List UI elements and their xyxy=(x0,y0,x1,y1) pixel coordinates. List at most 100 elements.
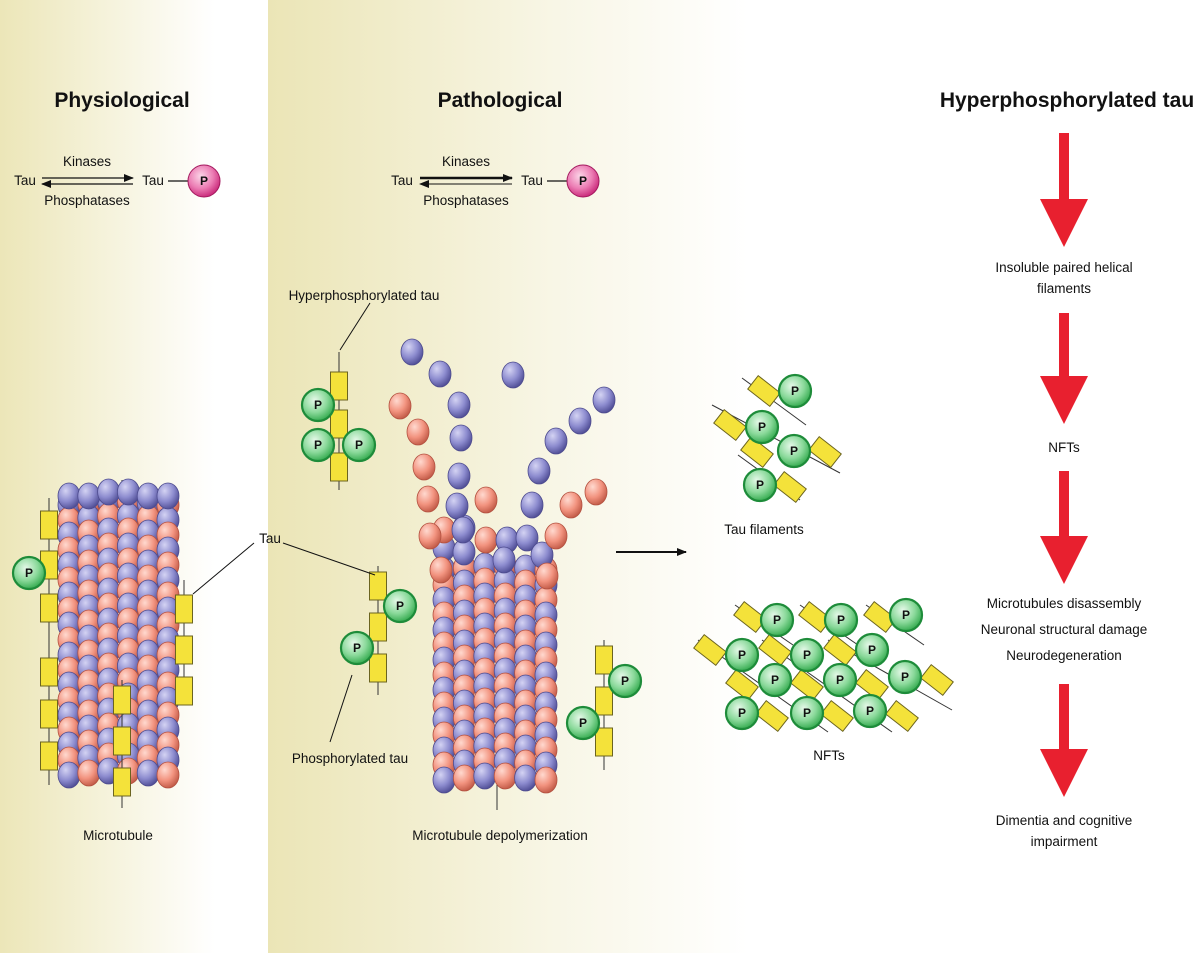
tau-domain xyxy=(773,470,807,504)
tubulin-alpha-bead xyxy=(57,482,81,510)
tubulin-alpha-bead xyxy=(116,478,140,506)
tau-domain xyxy=(40,510,58,540)
hyperphosphorylated-callout-line xyxy=(339,302,371,351)
physiological-equilibrium: Kinases Tau Tau P Phosphatases xyxy=(14,154,221,208)
tau-domain xyxy=(808,435,842,469)
tau-domain xyxy=(40,741,58,771)
cascade-step-text: Neuronal structural damage xyxy=(981,622,1148,637)
tau-callout-line-left xyxy=(192,542,255,595)
tau-domain xyxy=(855,668,889,702)
phosphate-letter: P xyxy=(314,438,322,452)
phosphate-group-icon: P xyxy=(565,705,601,741)
tau-domain xyxy=(747,374,781,408)
tubulin-alpha-bead xyxy=(592,386,616,414)
tubulin-alpha-bead xyxy=(515,524,539,552)
tubulin-alpha-bead xyxy=(492,546,516,574)
tau-domain xyxy=(175,594,193,624)
phosphate-group-icon: P xyxy=(822,662,858,698)
phosphate-circle xyxy=(724,695,760,731)
phosphate-circle xyxy=(382,588,418,624)
tau-domain xyxy=(885,699,919,733)
tubulin-beta-bead xyxy=(584,478,608,506)
cascade-step-text: NFTs xyxy=(1048,440,1080,455)
phosphate-letter: P xyxy=(837,613,845,627)
phosphatases-label: Phosphatases xyxy=(423,193,509,208)
phosphorylated-tau-label: Phosphorylated tau xyxy=(292,751,408,766)
phosphate-circle xyxy=(11,555,47,591)
phosphate-group-icon: P xyxy=(759,602,795,638)
nfts-caption: NFTs xyxy=(813,748,845,763)
tau-domain xyxy=(823,633,857,667)
tau-domain xyxy=(758,633,792,667)
phosphate-circle xyxy=(888,597,924,633)
tau-right-label: Tau xyxy=(521,173,543,188)
pathological-equilibrium: Kinases Tau Tau P Phosphatases xyxy=(391,154,600,208)
phosphate-circle xyxy=(757,662,793,698)
phosphate-group-icon: P xyxy=(607,663,643,699)
tau-domain xyxy=(369,571,387,601)
phosphate-group-icon: P xyxy=(300,387,336,423)
pathological-title: Pathological xyxy=(438,89,563,112)
phosphate-circle xyxy=(887,659,923,695)
tubulin-alpha-bead xyxy=(97,478,120,506)
tubulin-alpha-bead xyxy=(432,766,456,794)
phosphate-letter: P xyxy=(756,478,764,492)
tubulin-alpha-bead xyxy=(501,361,525,389)
cascade-step-text: impairment xyxy=(1031,834,1098,849)
phosphate-letter: P xyxy=(314,398,322,412)
phosphate-group-icon: P xyxy=(300,427,336,463)
tubulin-beta-bead xyxy=(388,392,412,420)
phosphate-group-icon: P xyxy=(854,632,890,668)
phosphate-group-icon: P xyxy=(852,693,888,729)
tau-filaments-caption: Tau filaments xyxy=(724,522,804,537)
phosphate-group-icon: P xyxy=(742,467,778,503)
tau-callout-line-right xyxy=(282,542,376,576)
phosphate-circle xyxy=(339,630,375,666)
phosphate-letter: P xyxy=(738,706,746,720)
tubulin-beta-bead xyxy=(559,491,583,519)
tubulin-alpha-bead xyxy=(136,759,160,787)
tubulin-beta-bead xyxy=(474,526,498,554)
tau-domain xyxy=(330,409,348,439)
tau-domain xyxy=(820,699,854,733)
physiological-tau-proteins: P xyxy=(11,498,193,800)
tubulin-alpha-bead xyxy=(520,491,544,519)
tau-domain xyxy=(175,635,193,665)
tubulin-alpha-bead xyxy=(449,424,473,452)
kinases-label: Kinases xyxy=(63,154,111,169)
phosphate-group-icon: P xyxy=(382,588,418,624)
tubulin-beta-bead xyxy=(418,522,442,550)
phosphate-group-icon: P xyxy=(789,637,825,673)
tubulin-beta-bead xyxy=(534,766,558,794)
phosphate-group-icon: P xyxy=(777,373,813,409)
phosphate-letter: P xyxy=(790,444,798,458)
cascade-down-arrow xyxy=(1040,684,1088,797)
phosphate-letter: P xyxy=(396,599,404,613)
tubulin-beta-bead xyxy=(535,562,559,590)
cascade-down-arrow xyxy=(1040,313,1088,424)
tubulin-alpha-bead xyxy=(544,427,568,455)
phosphate-letter: P xyxy=(902,608,910,622)
phosphate-letter: P xyxy=(758,420,766,434)
phosphate-letter: P xyxy=(901,670,909,684)
tau-domain xyxy=(175,676,193,706)
tau-domain xyxy=(40,699,58,729)
phosphate-group-icon: P xyxy=(888,597,924,633)
phosphate-circle xyxy=(776,433,812,469)
cascade-step-text: Neurodegeneration xyxy=(1006,648,1122,663)
phosphate-letter: P xyxy=(579,174,587,188)
phosphate-letter: P xyxy=(868,643,876,657)
cascade-step-text: Microtubules disassembly xyxy=(987,596,1142,611)
cascade-down-arrow xyxy=(1040,133,1088,247)
physiological-title: Physiological xyxy=(54,89,189,112)
phosphate-letter: P xyxy=(621,674,629,688)
tubulin-beta-bead xyxy=(474,486,498,514)
tubulin-beta-bead xyxy=(156,761,180,789)
phosphate-circle xyxy=(777,373,813,409)
tubulin-alpha-bead xyxy=(447,462,471,490)
cascade-column: Insoluble paired helicalfilamentsNFTsMic… xyxy=(981,133,1148,849)
tubulin-alpha-bead xyxy=(136,482,160,510)
